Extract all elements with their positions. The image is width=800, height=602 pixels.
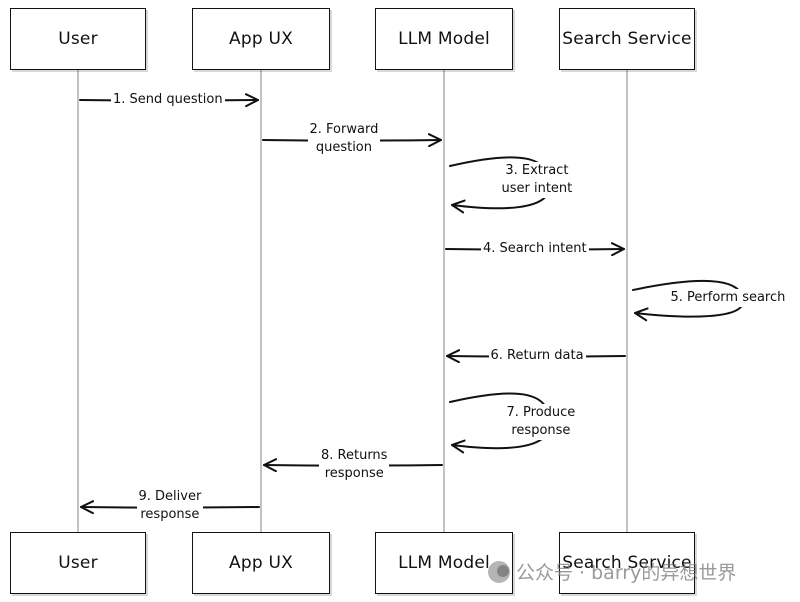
participant-user-bottom: User xyxy=(10,532,146,594)
participant-app-bottom: App UX xyxy=(192,532,330,594)
message-label-4: 4. Search intent xyxy=(481,240,589,258)
message-label-1: 1. Send question xyxy=(111,91,225,109)
participant-llm-bottom: LLM Model xyxy=(375,532,513,594)
message-label-3: 3. Extract user intent xyxy=(499,162,575,198)
participant-user-top: User xyxy=(10,8,146,70)
message-label-8: 8. Returns response xyxy=(319,447,390,483)
message-label-2: 2. Forward question xyxy=(307,121,381,157)
message-label-5: 5. Perform search xyxy=(668,289,788,307)
watermark-text: 公众号 · barry的异想世界 xyxy=(516,562,737,584)
message-label-7: 7. Produce response xyxy=(504,404,578,440)
watermark: 公众号 · barry的异想世界 xyxy=(488,558,736,585)
wechat-icon xyxy=(488,560,510,583)
message-label-6: 6. Return data xyxy=(488,347,586,365)
participant-search-bottom: Search Service xyxy=(559,532,695,594)
participant-search-top: Search Service xyxy=(559,8,695,70)
participant-app-top: App UX xyxy=(192,8,330,70)
participant-llm-top: LLM Model xyxy=(375,8,513,70)
message-label-9: 9. Deliver response xyxy=(136,488,204,524)
